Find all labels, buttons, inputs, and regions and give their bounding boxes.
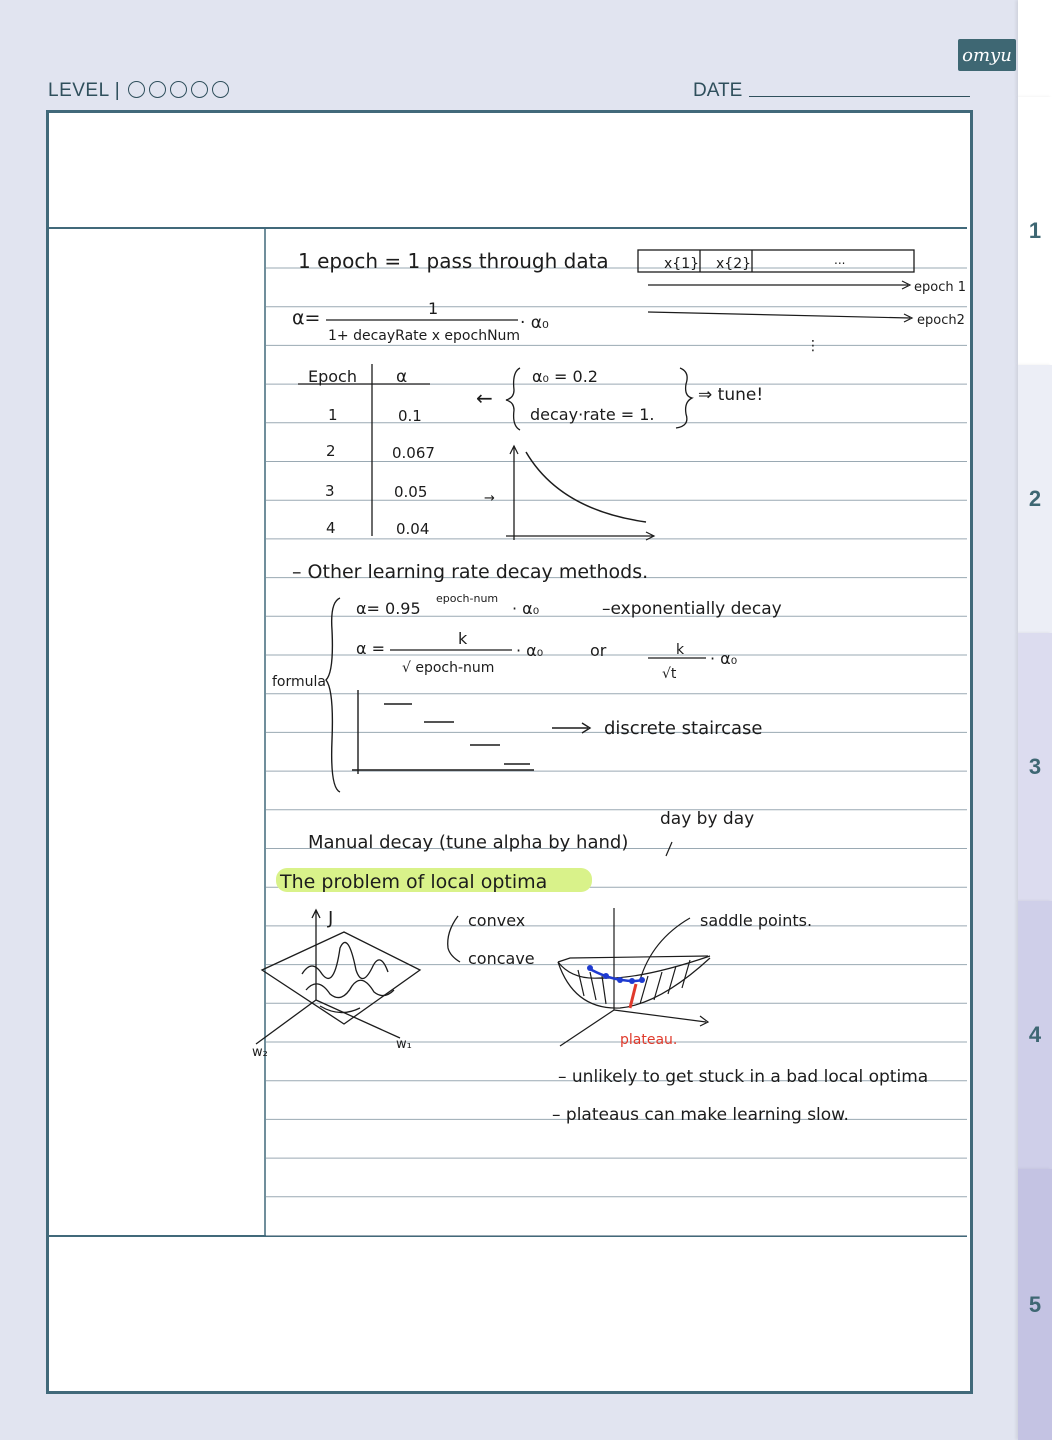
tab-top-cap — [1018, 0, 1052, 97]
sqrt-numerator: k — [458, 629, 468, 648]
alpha-lhs: α= — [292, 307, 320, 329]
table-row: 0.067 — [392, 444, 435, 462]
section-tabs: 1 2 3 4 5 — [1018, 0, 1052, 1440]
local-optima-title: The problem of local optima — [279, 871, 547, 893]
tab-4[interactable]: 4 — [1018, 901, 1052, 1169]
plateau-mark — [628, 983, 638, 1009]
epoch-2-label: epoch2 — [917, 313, 965, 328]
saddle-dots — [587, 965, 645, 984]
ruled-lines — [266, 267, 967, 1236]
tab-5[interactable]: 5 — [1018, 1169, 1052, 1440]
exp-superscript: epoch-num — [436, 592, 498, 605]
axis-w2: w₂ — [252, 1045, 268, 1060]
level-circle-3[interactable] — [170, 81, 187, 98]
alpha-tail: · α₀ — [520, 313, 549, 333]
staircase-graph — [352, 690, 592, 774]
manual-decay-note: Manual decay (tune alpha by hand) — [308, 832, 628, 853]
concave-label: concave — [468, 949, 535, 968]
param-decay-rate: decay·rate = 1. — [530, 405, 655, 424]
level-circle-1[interactable] — [128, 81, 145, 98]
level-circle-5[interactable] — [212, 81, 229, 98]
batch-ellipsis: ... — [834, 253, 845, 267]
table-head-alpha: α — [396, 367, 407, 387]
level-label: LEVEL | — [48, 80, 121, 101]
arrow-to-graph: → — [484, 491, 495, 506]
bullet-unlikely-stuck: – unlikely to get stuck in a bad local o… — [558, 1067, 928, 1087]
exp-tail: · α₀ — [512, 599, 539, 618]
batch-diagram — [637, 249, 915, 273]
level-circle-2[interactable] — [149, 81, 166, 98]
axis-w1: w₁ — [396, 1037, 412, 1052]
alpha-denominator: 1+ decayRate x epochNum — [328, 328, 520, 344]
epoch-1-label: epoch 1 — [914, 280, 966, 295]
tab-2[interactable]: 2 — [1018, 365, 1052, 633]
local-optima-sketch — [255, 908, 422, 1045]
vdots: ⋮ — [806, 338, 820, 354]
table-row: 2 — [326, 442, 336, 460]
table-row: 0.04 — [396, 520, 429, 538]
level-rating[interactable] — [128, 81, 229, 98]
sqrt-denominator: √ epoch-num — [402, 660, 494, 676]
decay-table: 1 0.1 2 0.067 3 0.05 4 0.04 — [325, 406, 435, 538]
k-denominator: √t — [662, 666, 677, 682]
tune-note: ⇒ tune! — [698, 385, 763, 405]
date-label: DATE — [693, 80, 743, 101]
table-row: 4 — [326, 519, 336, 537]
staircase-label: discrete staircase — [604, 718, 762, 739]
saddle-sketch — [557, 908, 711, 1047]
tab-3[interactable]: 3 — [1018, 633, 1052, 901]
sqrt-tail: · α₀ — [516, 641, 543, 660]
note-canvas: 1 epoch = 1 pass through data x{1} x{2} … — [49, 227, 967, 1237]
other-methods-heading: – Other learning rate decay methods. — [292, 561, 648, 583]
arrow-left: ← — [476, 386, 493, 410]
decay-curve — [525, 451, 647, 523]
table-row: 0.05 — [394, 483, 427, 501]
brand-logo: omyu — [958, 39, 1016, 71]
axis-j: J — [327, 908, 333, 929]
table-row: 1 — [328, 406, 338, 424]
note-line-epoch: 1 epoch = 1 pass through data — [298, 249, 609, 273]
highlight-mark — [276, 868, 592, 892]
table-row: 3 — [325, 482, 335, 500]
k-tail: · α₀ — [710, 649, 737, 668]
exp-formula: α= 0.95 — [356, 599, 421, 618]
batch-1: x{1} — [664, 256, 699, 272]
saddle-label: saddle points. — [700, 911, 812, 930]
convex-label: convex — [468, 911, 525, 930]
table-row: 0.1 — [398, 407, 422, 425]
formula-label: formula — [272, 674, 326, 690]
plateau-label: plateau. — [620, 1032, 677, 1048]
bullet-plateaus-slow: – plateaus can make learning slow. — [552, 1105, 849, 1125]
formula-brace — [325, 597, 341, 793]
k-numerator: k — [676, 642, 685, 658]
level-circle-4[interactable] — [191, 81, 208, 98]
table-head-epoch: Epoch — [308, 367, 357, 386]
alpha-numerator: 1 — [428, 299, 438, 318]
batch-2: x{2} — [716, 256, 751, 272]
date-field[interactable] — [749, 96, 970, 97]
note-paper — [46, 110, 973, 1394]
exp-label: –exponentially decay — [602, 599, 782, 619]
day-by-day-note: day by day — [660, 809, 754, 829]
sqrt-lhs: α = — [356, 639, 385, 658]
or-word: or — [590, 641, 607, 660]
param-alpha0: α₀ = 0.2 — [532, 367, 598, 386]
tab-1[interactable]: 1 — [1018, 97, 1052, 365]
